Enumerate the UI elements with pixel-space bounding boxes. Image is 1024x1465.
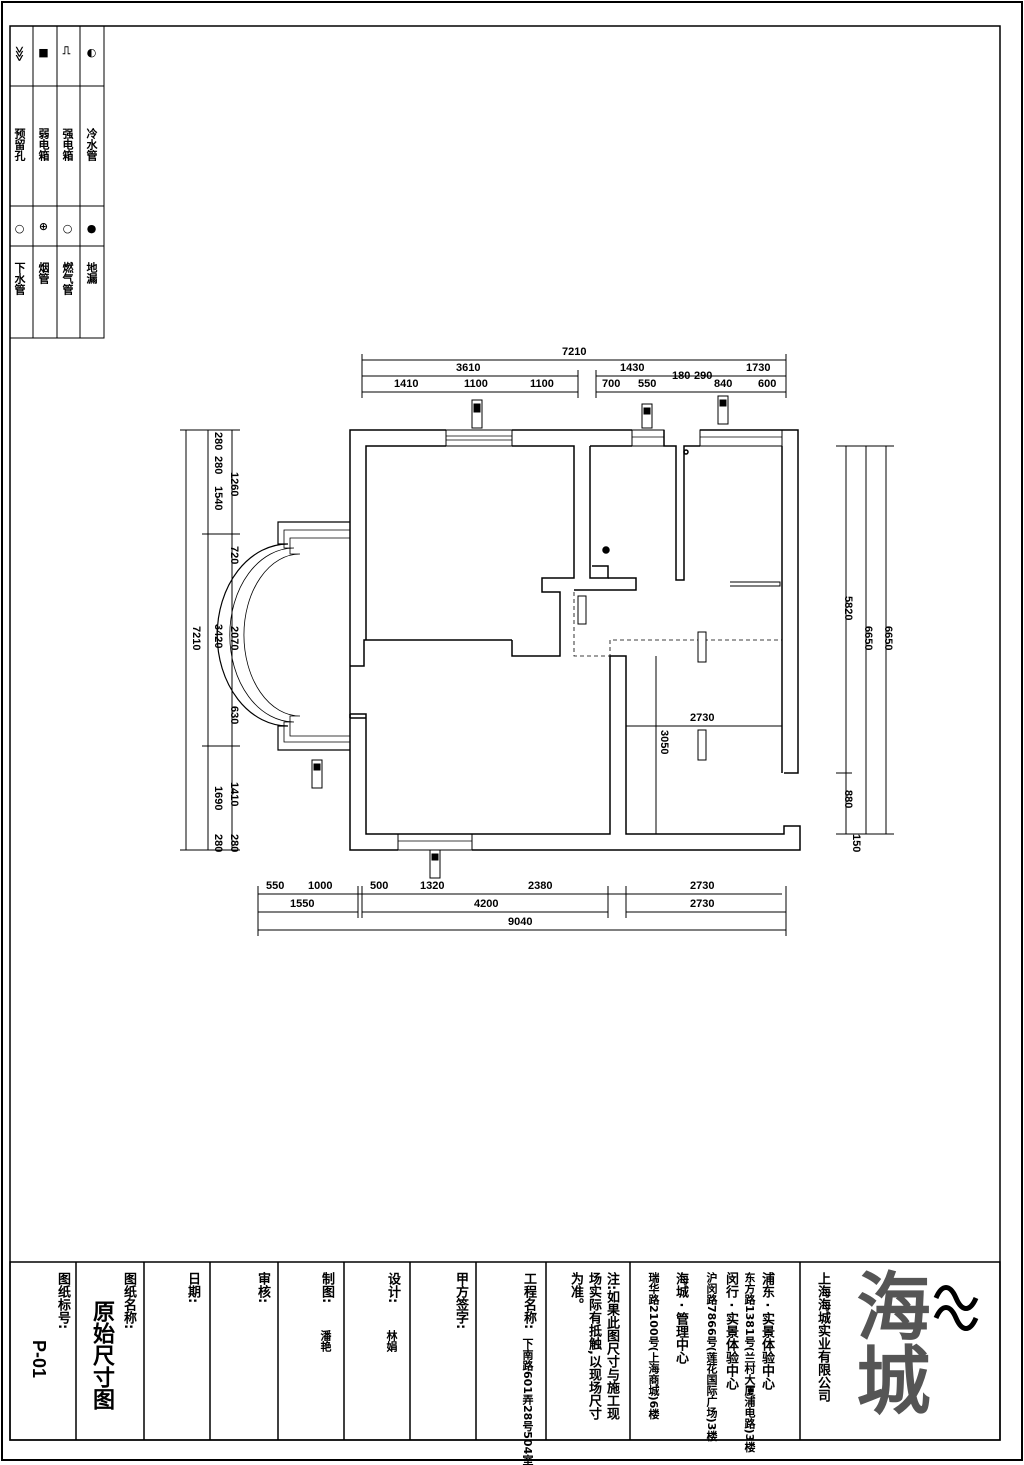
dim-top-6: 840 [714,378,733,390]
legend-label: 下水管 [13,262,26,295]
review-label: 审核: [255,1272,270,1304]
note-text: 注:如果此图尺寸与施工现场实际有抵触,以现场尺寸为准。 [568,1272,619,1421]
dim-bot-1: 550 [266,880,285,892]
draw-label: 制图: [319,1272,334,1304]
project-label: 工程名称: [521,1272,536,1330]
drawing-name: 原始尺寸图 [89,1300,114,1410]
dim-top-a: 3610 [456,362,481,374]
addr1-text: 东方路1381号(兰村大厦浦电路)3楼 [743,1272,756,1453]
dim-left-4: 1540 [212,486,224,511]
drawing-no-label: 图纸标号: [55,1272,70,1330]
addr1-title: 浦东 · 实景体验中心 [759,1272,774,1390]
dimension-lines [180,354,894,936]
dim-left-10: 1690 [212,786,224,811]
dim-left-2b: 280 [212,834,224,853]
legend-table [9,25,105,339]
dim-top-e: 1730 [746,362,771,374]
dim-bot-7: 1550 [290,898,315,910]
dim-top-1: 1410 [394,378,419,390]
dim-inner-width: 2730 [690,712,715,724]
legend-symbol: ⊕ [37,222,50,232]
legend-label: 弱电箱 [37,128,50,161]
dim-top-c: 180 [672,370,691,382]
dim-right-2: 6650 [862,626,874,651]
draw-value: 潘艳 [319,1330,332,1352]
legend-symbol: ○ [13,222,26,235]
company-logo: 海城 [844,1268,930,1416]
design-value: 林娟 [385,1330,398,1352]
dim-left-8: 630 [228,706,240,725]
dim-bot-5: 2380 [528,880,553,892]
dim-bot-4: 1320 [420,880,445,892]
dim-left-1: 280 [212,432,224,451]
company-name: 上海海城实业有限公司 [815,1272,830,1402]
dim-right-4: 880 [842,790,854,809]
dim-bot-8: 4200 [474,898,499,910]
legend-symbol: ■ [37,46,50,59]
walls [216,429,801,851]
dim-left-7: 2070 [228,626,240,651]
dim-bot-3: 500 [370,880,389,892]
dim-bot-9: 2730 [690,898,715,910]
legend-symbol: ◐ [85,46,98,59]
electric-box-markers [311,395,729,879]
legend-label: 烟管 [37,262,50,284]
dim-bot-2: 1000 [308,880,333,892]
legend-symbol: ● [85,222,98,235]
dim-inner-height: 3050 [658,730,670,755]
legend-label: 燃气管 [61,262,74,295]
dim-right-1: 5820 [842,596,854,621]
legend-symbol: ○ [61,222,74,235]
legend-symbol: ⋙ [13,46,26,62]
dim-top-2: 1100 [464,378,488,390]
dim-bot-6: 2730 [690,880,715,892]
title-block [9,1261,1001,1441]
date-label: 日期: [185,1272,200,1304]
drawing-no: P-01 [29,1340,49,1379]
legend-label: 冷水管 [85,128,98,161]
legend-label: 强电箱 [61,128,74,161]
dim-right-3: 6650 [882,626,894,651]
addr2-text: 沪闵路7866号(莲花国际广场)3楼 [705,1272,718,1442]
dim-left-6: 3420 [212,624,224,649]
sheet-inner-border [9,25,1001,1441]
drawing-name-label: 图纸名称: [121,1272,136,1330]
dim-left-5: 720 [228,546,240,565]
dim-top-7: 600 [758,378,777,390]
addr3-text: 瑞华路2100号(上海商城)6楼 [647,1272,660,1420]
dim-top-total: 7210 [562,346,587,358]
dim-left-2: 1260 [228,472,240,497]
dim-left-11: 280 [228,834,240,853]
dim-top-5: 550 [638,378,657,390]
dim-top-4: 700 [602,378,621,390]
dim-top-d: 290 [694,370,713,382]
legend-symbol: ⎍ [61,46,74,57]
design-label: 设计: [385,1272,400,1304]
dim-left-total: 7210 [190,626,202,651]
dim-top-3: 1100 [530,378,554,390]
dim-top-b: 1430 [620,362,645,374]
legend-label: 预留孔 [13,128,26,161]
dim-bot-total: 9040 [508,916,533,928]
dim-right-5: 150 [850,834,862,853]
dim-left-3: 280 [212,456,224,475]
legend-label: 地漏 [85,262,98,284]
dim-left-9: 1410 [228,782,240,807]
project-value: 下南路601弄28号504室 [521,1338,534,1465]
addr3-title: 海城 · 管理中心 [673,1272,688,1364]
client-sign-label: 甲方签字: [453,1272,468,1330]
addr2-title: 闵行 · 实景体验中心 [723,1272,738,1390]
